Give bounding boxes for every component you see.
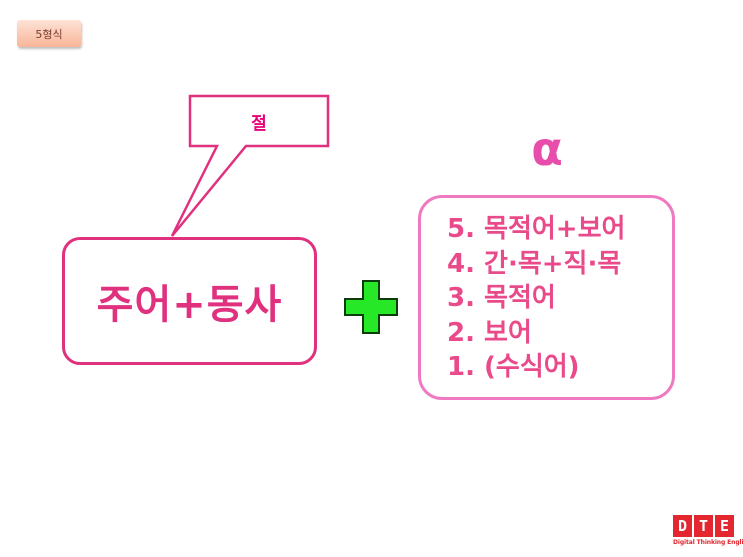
list-item: 3. 목적어 <box>447 283 556 313</box>
logo-tagline: Digital Thinking English <box>673 539 743 546</box>
logo-letter: D <box>673 515 692 537</box>
subject-verb-label: 주어+동사 <box>96 282 283 328</box>
subject-verb-box: 주어+동사 <box>62 237 317 365</box>
logo-letter: E <box>715 515 734 537</box>
plus-icon <box>344 280 398 334</box>
list-item: 4. 간·목+직·목 <box>447 248 622 279</box>
slide-tag-label: 5형식 <box>35 27 63 41</box>
list-item: 5. 목적어+보어 <box>447 214 626 244</box>
logo-letter: T <box>694 515 713 537</box>
dte-logo: D T E Digital Thinking English <box>673 515 743 555</box>
alpha-symbol: α <box>531 122 563 176</box>
list-item: 2. 보어 <box>447 317 532 348</box>
slide-tag-badge: 5형식 <box>17 20 81 47</box>
list-item: 1. (수식어) <box>447 352 580 382</box>
dte-logo-mark: D T E <box>673 515 735 537</box>
complement-options-box: 5. 목적어+보어 4. 간·목+직·목 3. 목적어 2. 보어 1. (수식… <box>418 195 675 400</box>
callout-label: 절 <box>251 113 267 134</box>
